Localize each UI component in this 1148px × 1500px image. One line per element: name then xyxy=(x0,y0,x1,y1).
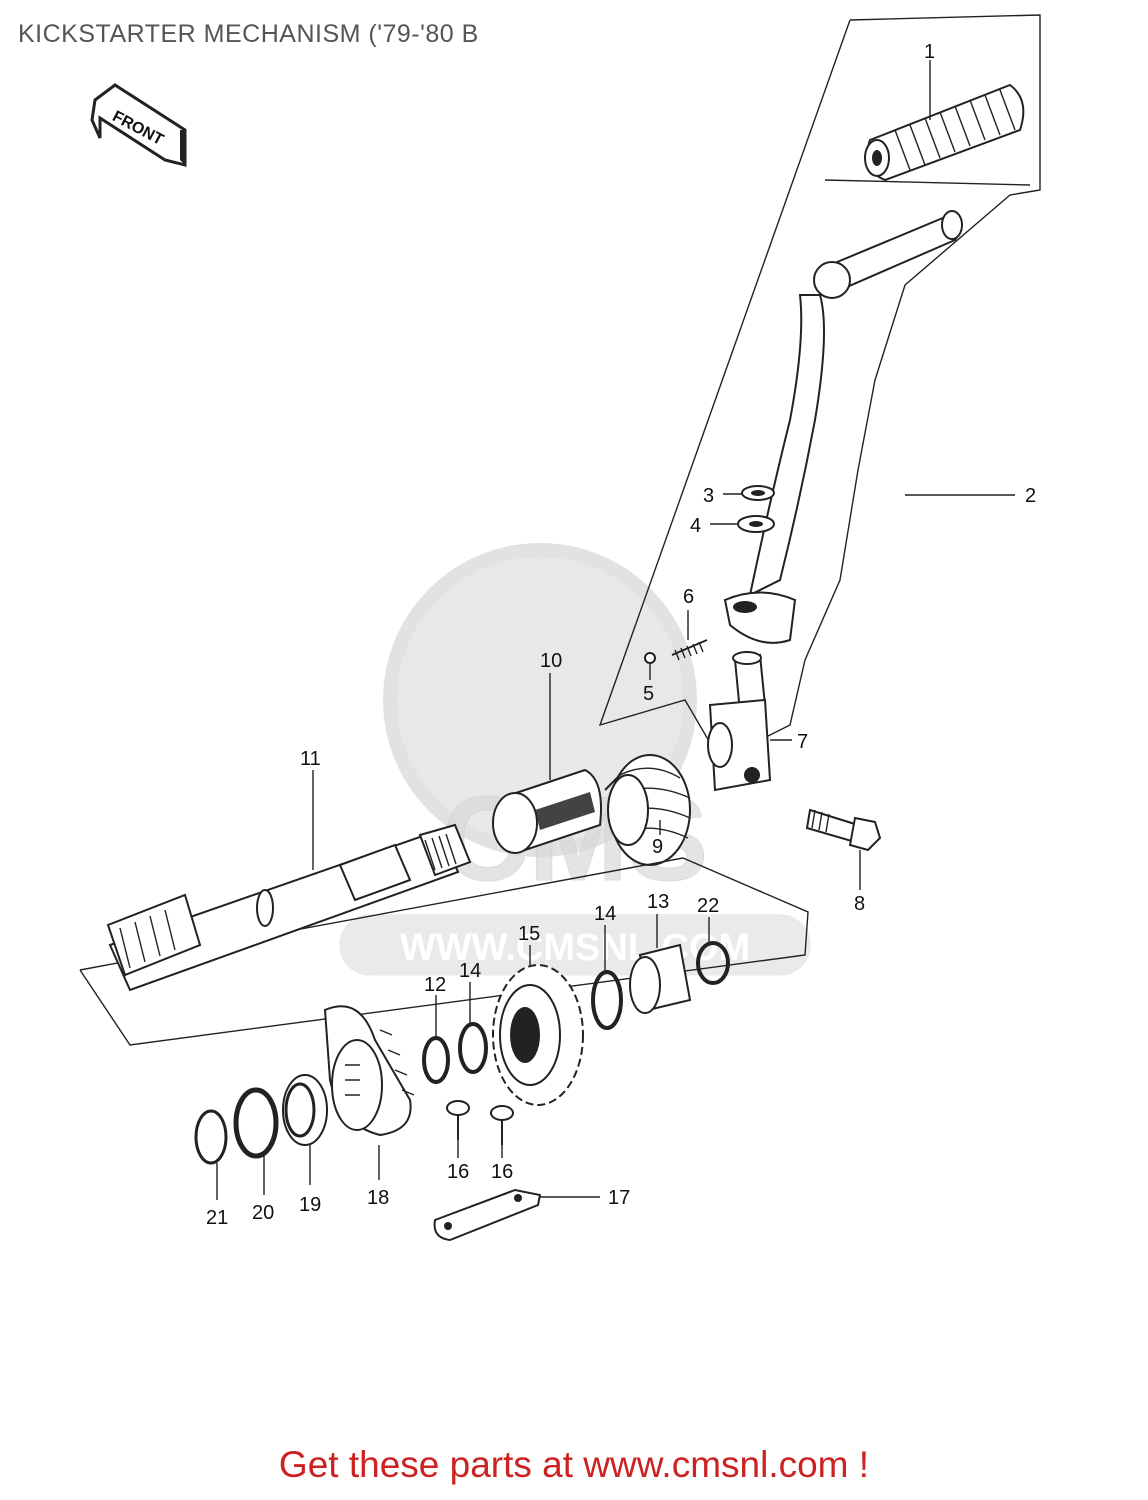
callouts: 1 2 3 4 5 6 7 8 9 10 11 12 13 14 14 15 1… xyxy=(206,41,1036,1229)
part-21-circlip xyxy=(194,1109,228,1165)
part-1-grip xyxy=(864,83,1025,182)
watermark-logo-ring xyxy=(383,543,697,857)
part-20-washer xyxy=(233,1087,279,1159)
part-22-circlip xyxy=(696,941,730,985)
callout-2: 2 xyxy=(1025,485,1036,507)
watermark-url: WWW.CMSNL.COM xyxy=(400,927,750,969)
callout-20: 20 xyxy=(252,1202,274,1224)
part-6-spring xyxy=(671,639,708,661)
part-4-washer xyxy=(737,515,775,533)
part-16-screw-b xyxy=(490,1105,514,1145)
part-12-circlip xyxy=(422,1036,450,1084)
callout-17: 17 xyxy=(608,1187,630,1209)
front-direction-badge: FRONT xyxy=(90,83,187,167)
callout-12: 12 xyxy=(424,974,446,996)
callout-3: 3 xyxy=(703,485,714,507)
callout-16-b: 16 xyxy=(491,1161,513,1183)
part-15-gear xyxy=(492,964,584,1106)
part-13-collar xyxy=(629,943,692,1014)
part-2-kick-arm xyxy=(723,210,963,644)
part-7-pivot xyxy=(707,651,772,792)
part-11-shaft xyxy=(106,823,472,992)
part-16-screw-a xyxy=(446,1100,470,1140)
grip-plane-line xyxy=(824,179,1031,186)
callout-14-a: 14 xyxy=(594,903,616,925)
part-19-spring xyxy=(282,1074,328,1146)
callout-4: 4 xyxy=(690,515,701,537)
part-14-washer-a xyxy=(591,970,623,1030)
diagram-title: KICKSTARTER MECHANISM ('79-'80 B xyxy=(18,20,479,48)
callout-21: 21 xyxy=(206,1207,228,1229)
callout-15: 15 xyxy=(518,923,540,945)
callout-7: 7 xyxy=(797,731,808,753)
callout-9: 9 xyxy=(652,836,663,858)
part-18-kick-gear xyxy=(323,1005,415,1137)
part-17-plate xyxy=(433,1188,542,1242)
callout-6: 6 xyxy=(683,586,694,608)
watermark-banner xyxy=(339,914,811,976)
callout-18: 18 xyxy=(367,1187,389,1209)
callout-13: 13 xyxy=(647,891,669,913)
part-3-washer xyxy=(741,485,775,501)
part-5-ball xyxy=(644,652,656,664)
promo-link[interactable]: Get these parts at www.cmsnl.com ! xyxy=(278,1444,870,1485)
callout-1: 1 xyxy=(924,41,935,63)
callout-10: 10 xyxy=(540,650,562,672)
callout-16-a: 16 xyxy=(447,1161,469,1183)
leader-lines xyxy=(216,60,1015,1200)
callout-22: 22 xyxy=(697,895,719,917)
callout-5: 5 xyxy=(643,683,654,705)
part-9-spring xyxy=(604,754,691,866)
callout-8: 8 xyxy=(854,893,865,915)
part-14-washer-b xyxy=(458,1022,488,1074)
pedal-group-frame xyxy=(598,14,1041,761)
callout-19: 19 xyxy=(299,1194,321,1216)
part-10-sleeve xyxy=(492,768,602,854)
callout-11: 11 xyxy=(300,748,321,770)
shaft-group-frame xyxy=(79,857,809,1046)
part-8-bolt xyxy=(805,808,882,852)
callout-14-b: 14 xyxy=(459,960,481,982)
